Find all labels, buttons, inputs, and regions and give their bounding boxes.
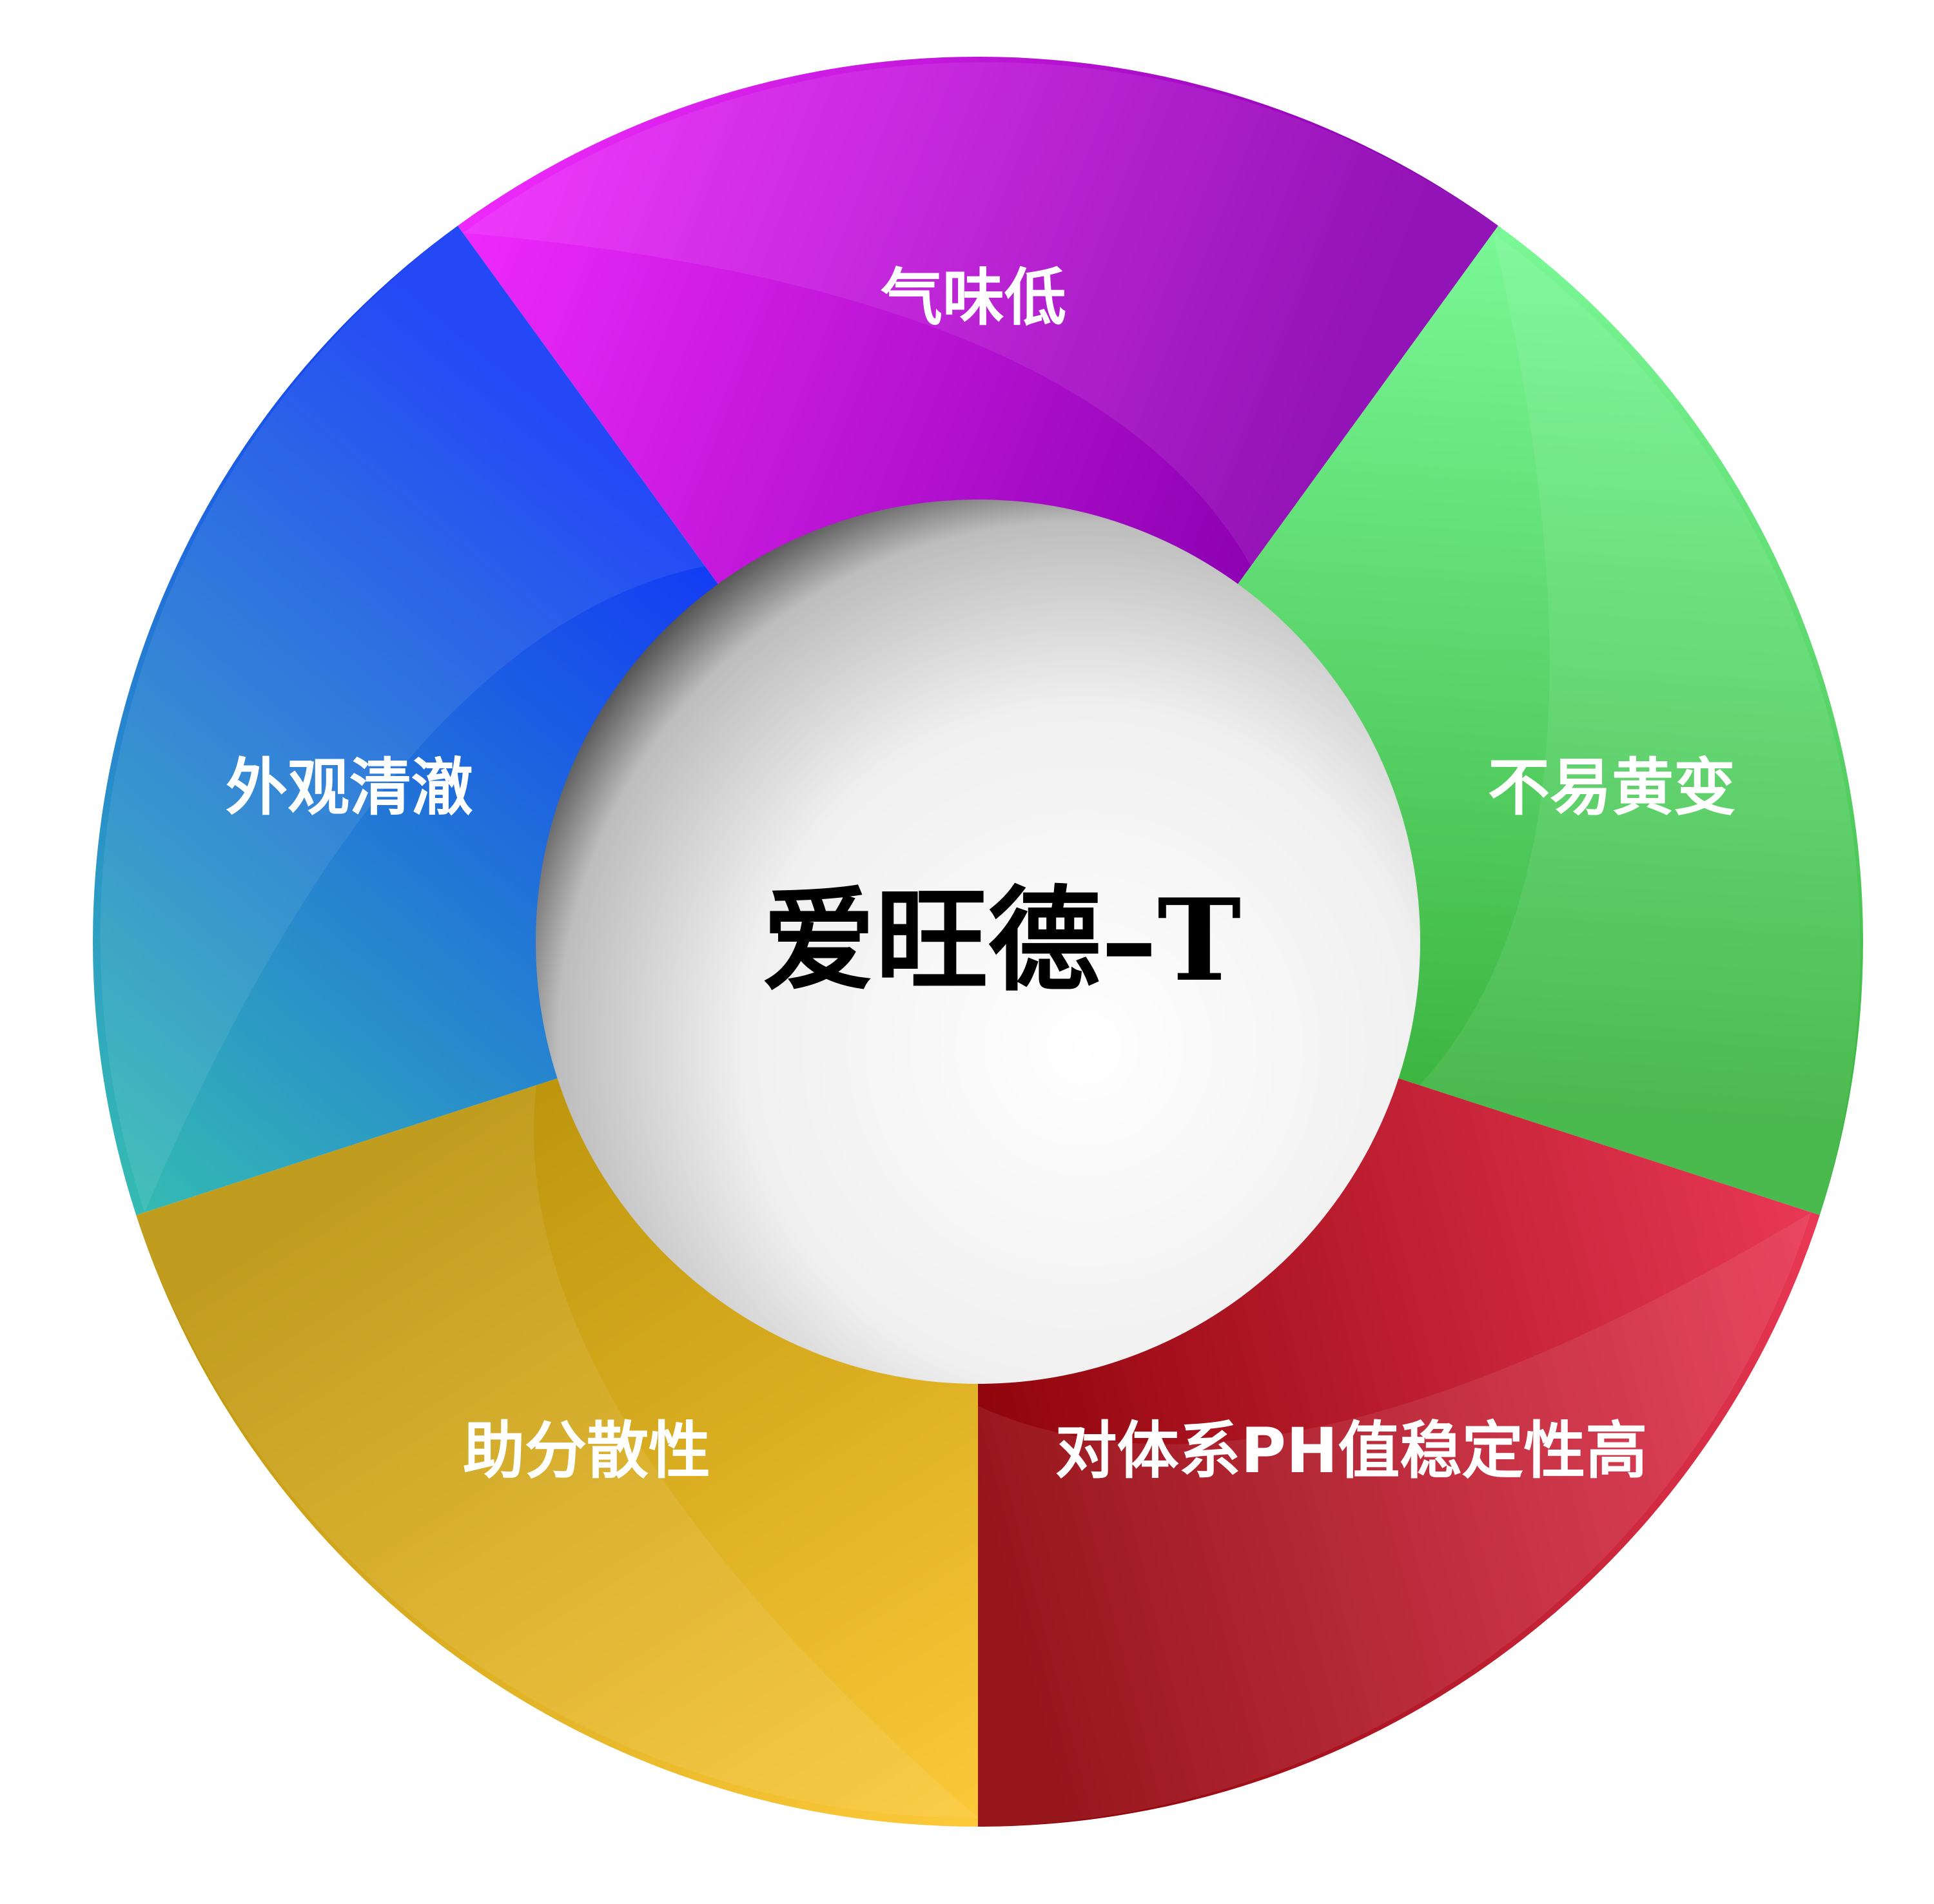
segment-odor [457, 57, 1499, 620]
segment-ph-stability-label: 对体系PH值稳定性高 [1055, 1415, 1648, 1487]
segment-ph-stability-sheen [978, 1212, 1812, 1827]
segment-clarity-label: 外观清澈 [226, 752, 473, 824]
segment-yellowing-sheen [1420, 233, 1861, 1216]
segment-dispersion-sheen [136, 1085, 978, 1818]
segment-dispersion-label: 助分散性 [463, 1415, 710, 1487]
center-hub [536, 500, 1420, 1384]
segment-odor-label: 气味低 [881, 262, 1066, 334]
segment-yellowing-label: 不易黄变 [1488, 752, 1735, 824]
center-title: 爱旺德–T [763, 875, 1242, 1007]
segment-odor-sheen [463, 62, 1499, 567]
segment-clarity-sheen [100, 226, 705, 1213]
